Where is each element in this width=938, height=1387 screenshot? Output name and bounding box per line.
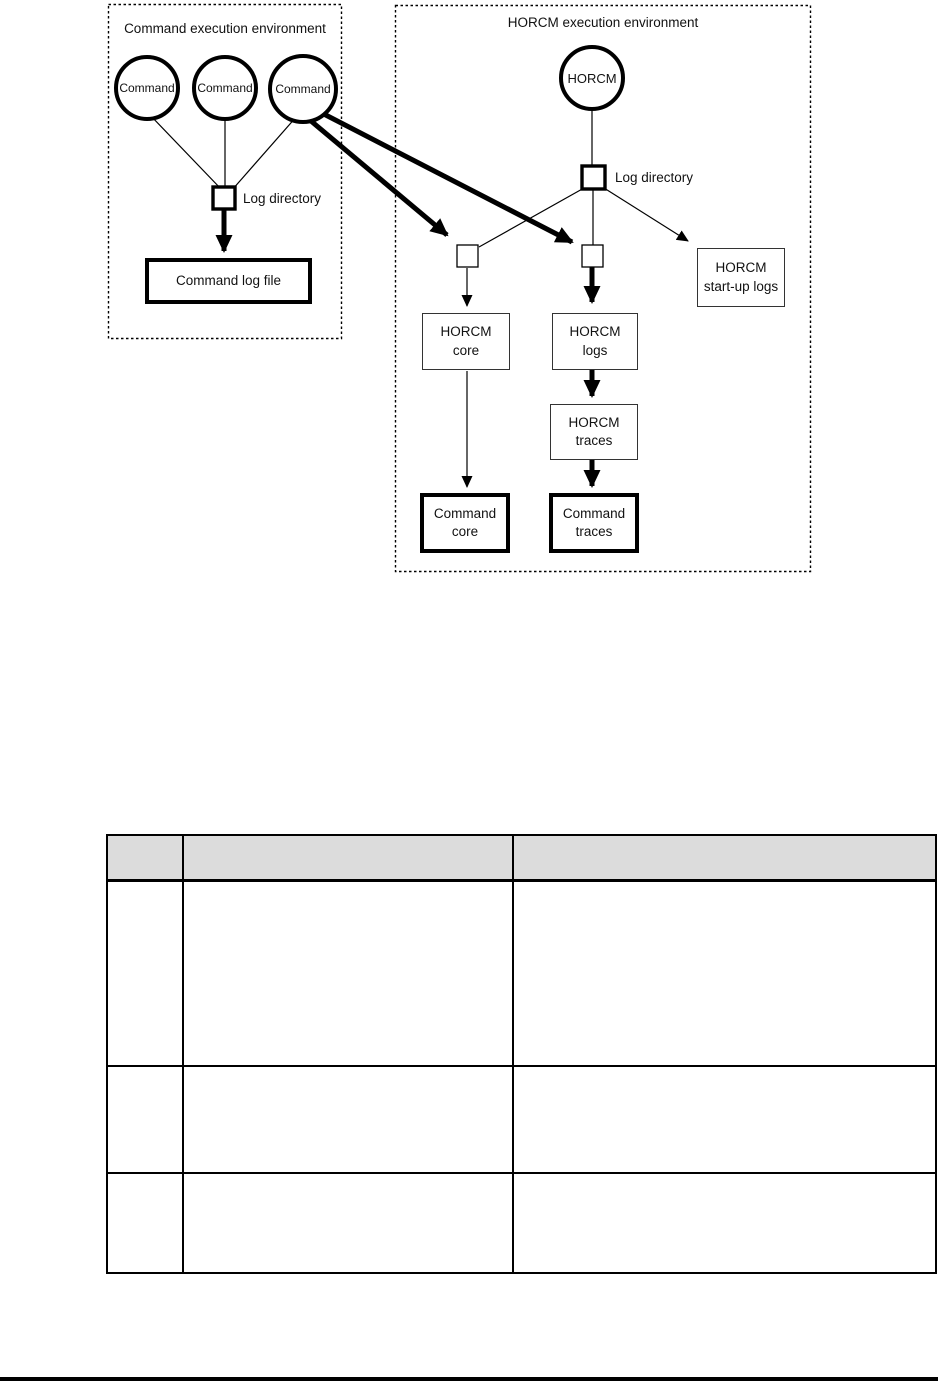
command-core-box: Command core	[420, 493, 510, 553]
right-env-title: HORCM execution environment	[507, 15, 699, 30]
table-cell	[106, 1064, 184, 1174]
table-cell	[512, 879, 937, 1067]
table	[106, 834, 937, 1274]
command-core-line2: core	[451, 524, 479, 539]
command-core-line1: Command	[433, 505, 497, 521]
connector-cmd3-logdir	[231, 115, 298, 191]
right-log-directory-label: Log directory	[615, 170, 694, 185]
horcm-startup-logs-line1: HORCM	[715, 260, 767, 276]
command-log-file-label: Command log file	[175, 272, 282, 288]
horcm-core-box: HORCM core	[422, 313, 510, 370]
table-row	[106, 1064, 937, 1174]
table-cell	[182, 1064, 514, 1174]
table-cell	[106, 1171, 184, 1274]
core-directory-square	[456, 244, 479, 268]
table-row	[106, 1171, 937, 1274]
table-cell	[512, 1171, 937, 1274]
left-log-directory-square	[211, 185, 237, 211]
command-traces-box: Command traces	[549, 493, 639, 553]
horcm-logs-line1: HORCM	[569, 324, 621, 340]
command-circle-2-label: Command	[197, 81, 253, 95]
horcm-traces-line2: traces	[575, 433, 613, 448]
table-header-cell	[512, 834, 937, 882]
left-env-border	[107, 3, 343, 340]
horcm-startup-logs-line2: start-up logs	[703, 278, 779, 294]
arrow-command-to-midsquare	[314, 107, 574, 245]
horcm-startup-logs-box: HORCM start-up logs	[697, 248, 785, 307]
right-env-border	[394, 4, 812, 573]
logs-directory-square	[581, 244, 604, 268]
horcm-traces-box: HORCM traces	[550, 404, 638, 460]
horcm-traces-line1: HORCM	[568, 414, 620, 430]
left-log-directory-label: Log directory	[243, 191, 322, 206]
command-circle-1-label: Command	[119, 81, 175, 95]
table-header-cell	[182, 834, 514, 882]
horcm-circle-label: HORCM	[567, 70, 617, 86]
horcm-core-line2: core	[452, 342, 480, 358]
arrow-logdir-startup-logs	[603, 187, 689, 242]
table-header-cell	[106, 834, 184, 882]
command-circle-2: Command	[192, 55, 258, 121]
horcm-logs-box: HORCM logs	[552, 313, 638, 370]
table-cell	[512, 1064, 937, 1174]
command-log-file-box: Command log file	[145, 258, 312, 304]
arrow-command-to-leftsquare	[309, 119, 449, 237]
horcm-circle: HORCM	[559, 45, 625, 111]
command-traces-line1: Command	[562, 505, 626, 521]
horcm-logs-line2: logs	[582, 342, 608, 358]
table-cell	[106, 879, 184, 1067]
table-row	[106, 879, 937, 1067]
left-env-title: Command execution environment	[124, 21, 326, 36]
table-cell	[182, 1171, 514, 1274]
connector-cmd1-logdir	[149, 114, 223, 191]
table-cell	[182, 879, 514, 1067]
command-circle-3: Command	[268, 54, 338, 124]
table-header-row	[106, 834, 937, 882]
horcm-core-line1: HORCM	[440, 324, 492, 340]
command-circle-1: Command	[114, 55, 180, 121]
command-traces-line2: traces	[575, 524, 613, 539]
connector-logdir-leftsquare	[478, 187, 585, 248]
log-files-table	[106, 834, 937, 1274]
footer-divider	[0, 1377, 938, 1381]
command-circle-3-label: Command	[275, 82, 331, 96]
diagram-canvas	[107, 3, 812, 573]
right-log-directory-square	[580, 164, 607, 191]
